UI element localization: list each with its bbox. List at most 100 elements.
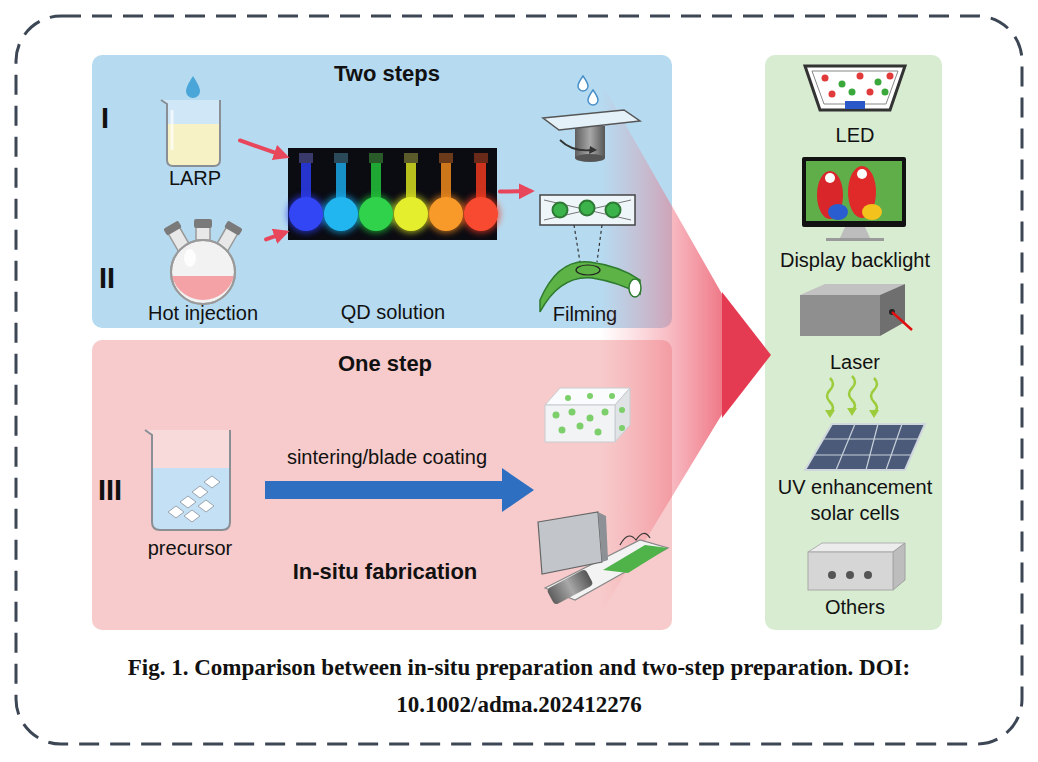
laser-icon	[892, 312, 912, 330]
laser-icon	[880, 284, 905, 336]
laser-icon	[800, 284, 905, 295]
qd-photo	[324, 197, 358, 231]
node-text: Display backlight	[772, 248, 938, 272]
composite-block	[559, 427, 566, 434]
led-icon	[867, 89, 874, 96]
monitor-icon	[828, 204, 848, 220]
led-icon	[882, 89, 889, 96]
film-icon	[540, 195, 641, 312]
monitor-icon	[840, 227, 870, 238]
spin-coater-icon	[575, 154, 605, 162]
qd-photo	[322, 195, 360, 233]
node-text: precursor	[130, 536, 250, 560]
flow-arrow	[722, 292, 771, 418]
led-icon	[822, 73, 894, 98]
qd-photo	[392, 195, 430, 233]
device-icon	[808, 552, 893, 590]
qd-photo	[287, 195, 500, 233]
led-icon	[805, 66, 905, 110]
composite-block	[595, 429, 602, 436]
process-arrow	[265, 468, 534, 512]
solar-cell-icon	[847, 408, 857, 416]
qd-photo	[441, 162, 451, 198]
led-icon	[829, 91, 836, 98]
film-icon	[540, 195, 635, 225]
composite-block	[587, 415, 594, 422]
qd-photo	[299, 153, 313, 163]
beaker-icon	[168, 476, 220, 522]
composite-block	[609, 393, 615, 399]
qd-photo	[357, 195, 395, 233]
qd-photo	[287, 195, 325, 233]
qd-photo	[462, 195, 500, 233]
qd-photo	[359, 197, 393, 231]
beaker-icon	[192, 486, 208, 498]
spin-coater-icon	[560, 140, 592, 150]
beaker-icon	[145, 430, 230, 530]
flask-icon	[163, 220, 192, 253]
qd-photo	[287, 148, 500, 240]
beaker-icon	[180, 496, 196, 508]
composite-block	[565, 395, 571, 401]
composite-block	[569, 409, 576, 416]
node-text: UV enhancement solar cells	[770, 474, 940, 526]
precursor-node: precursor	[130, 420, 255, 560]
node-text: QD solution	[293, 300, 493, 324]
composite-block	[553, 393, 626, 436]
beaker-icon	[184, 510, 200, 522]
qd-photo	[336, 162, 346, 198]
node-text: Others	[775, 595, 935, 619]
film-icon	[580, 201, 595, 216]
qd-photo	[301, 162, 311, 198]
solar-cell-icon	[805, 424, 925, 470]
monitor-icon	[802, 157, 906, 227]
application-panel	[765, 55, 942, 630]
spin-coater-icon	[543, 110, 640, 130]
monitor-icon	[825, 173, 835, 183]
film-icon	[540, 262, 640, 312]
solar-cell-icon	[827, 378, 833, 412]
monitor-icon	[802, 157, 906, 241]
flask-icon	[224, 220, 243, 235]
led-icon	[845, 101, 865, 109]
flow-connector	[500, 189, 530, 194]
solar-cell-icon	[805, 376, 925, 470]
qd-photo	[334, 153, 348, 163]
solar-cell-icon	[825, 410, 835, 418]
blade-coater-icon	[538, 512, 668, 605]
beaker-icon	[171, 110, 174, 150]
composite-block	[619, 407, 625, 413]
spin-coater-icon	[543, 76, 640, 162]
device-icon	[808, 543, 905, 590]
beaker-icon	[152, 468, 230, 530]
composite-block	[545, 388, 630, 442]
solar-cell-icon	[849, 376, 855, 410]
node-text: Laser	[775, 350, 935, 374]
node-text: One step	[235, 351, 535, 377]
blade-coater-icon	[620, 533, 650, 545]
beaker-icon	[161, 100, 220, 166]
stage-panel: One stepIn-situ fabricationprecursor	[92, 340, 672, 630]
composite-block	[615, 388, 630, 442]
node-subtext: In-situ fabrication	[235, 559, 535, 585]
monitor-icon	[848, 166, 876, 218]
solar-cell-icon	[836, 424, 855, 470]
flask-icon	[216, 227, 238, 253]
led-icon	[875, 79, 882, 86]
qd-photo	[369, 153, 383, 163]
spin-coater-icon	[578, 76, 588, 91]
beaker-icon	[204, 476, 220, 488]
composite-block	[545, 388, 630, 405]
led-icon	[839, 81, 846, 88]
spin-coater-icon	[575, 126, 605, 158]
led-icon	[887, 73, 894, 80]
qd-photo	[429, 197, 463, 231]
figure-caption: Fig. 1. Comparison between in-situ prepa…	[38, 649, 1000, 723]
film-node: Filming	[530, 75, 642, 325]
qd-photo	[289, 153, 498, 231]
led-icon	[805, 66, 905, 110]
film-icon	[574, 225, 602, 262]
flow-connector	[240, 140, 285, 156]
flask-icon	[172, 276, 234, 300]
